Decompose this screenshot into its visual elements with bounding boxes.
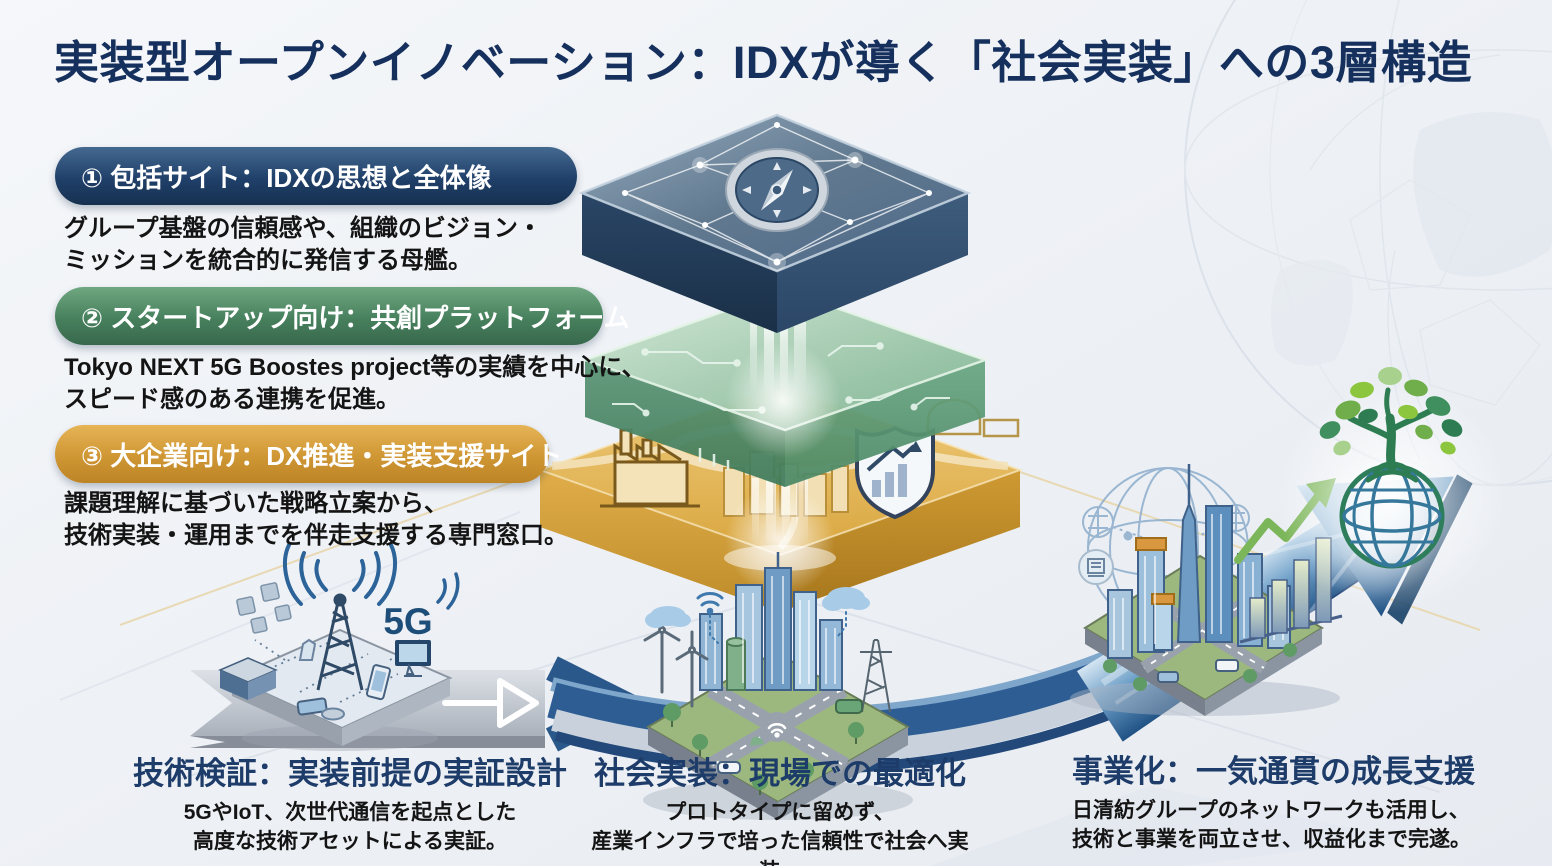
layer3-description: 課題理解に基づいた戦略立案から、 技術実装・運用までを伴走支援する専門窓口。	[64, 490, 568, 549]
layer2-label: ② スタートアップ向け：共創プラットフォーム	[81, 302, 630, 333]
layer1-pill: ① 包括サイト：IDXの思想と全体像	[55, 147, 577, 205]
light-beams-upper	[725, 322, 841, 458]
smart-city-platform	[643, 552, 913, 820]
stage3-description: 日清紡グループのネットワークも活用し、 技術と事業を両立させ、収益化まで完遂。	[1072, 799, 1471, 852]
layer2-pill: ② スタートアップ向け：共創プラットフォーム	[55, 287, 629, 345]
vehicles-2	[1157, 659, 1239, 683]
layer3-label: ③ 大企業向け：DX推進・実装支援サイト	[81, 440, 563, 471]
tree-globe-icon	[1277, 367, 1507, 613]
stage-commercialization: 事業化：一気通貫の成長支援 日清紡グループのネットワークも活用し、 技術と事業を…	[1072, 746, 1542, 855]
layer3-pill: ③ 大企業向け：DX推進・実装支援サイト	[55, 425, 562, 483]
wifi-icon	[696, 592, 847, 644]
blue-layer	[578, 113, 972, 333]
stage-social-implementation: 社会実装：現場での最適化 プロトタイプに留めず、 産業インフラで培った信頼性で社…	[575, 748, 985, 866]
transmission-tower-icon	[860, 639, 892, 713]
five-g-tower-icon	[316, 593, 364, 691]
white-arrow-icon	[442, 678, 539, 728]
compass-icon	[725, 148, 829, 232]
iot-devices	[218, 582, 431, 721]
layer1-label: ① 包括サイト：IDXの思想と全体像	[81, 162, 492, 193]
stage-tech-validation: 技術検証：実装前提の実証設計 5GやIoT、次世代通信を起点とした 高度な技術ア…	[105, 748, 595, 857]
page-title: 実装型オープンイノベーション：IDXが導く「社会実装」への3層構造	[54, 37, 1472, 88]
radio-waves-icon	[283, 543, 397, 606]
cloud-icons	[645, 587, 870, 628]
stage1-title: 技術検証：実装前提の実証設計	[133, 756, 567, 791]
mesh-nodes	[622, 122, 932, 271]
trees	[663, 703, 864, 795]
layer2-description: Tokyo NEXT 5G Boostes project等の実績を中心に、 ス…	[64, 354, 646, 413]
business-city-platform	[1070, 464, 1343, 716]
layer1-description: グループ基盤の信頼感や、組織のビジョン・ ミッションを統合的に発信する母艦。	[64, 215, 542, 274]
city-buildings	[699, 552, 843, 691]
stage3-title: 事業化：一気通貫の成長支援	[1072, 754, 1475, 789]
factory-icon	[600, 428, 700, 508]
document-badge-icon	[1078, 549, 1114, 585]
city-roads	[706, 681, 850, 774]
stage2-title: 社会実装：現場での最適化	[594, 756, 966, 791]
stage2-description: プロトタイプに留めず、 産業インフラで培った信頼性で社会へ実装。	[591, 801, 969, 866]
light-beams-lower	[725, 478, 835, 595]
five-g-platform: 5G	[218, 543, 460, 751]
layer-stack	[537, 113, 1023, 612]
tree-leaves	[1319, 367, 1463, 456]
five-g-label: 5G	[383, 601, 432, 642]
small-radio-icon	[436, 572, 460, 610]
vehicles	[717, 699, 863, 774]
stage1-description: 5GやIoT、次世代通信を起点とした 高度な技術アセットによる実証。	[183, 801, 517, 854]
faint-arrow-shape	[930, 786, 1400, 866]
wind-turbine-icons	[643, 608, 709, 708]
